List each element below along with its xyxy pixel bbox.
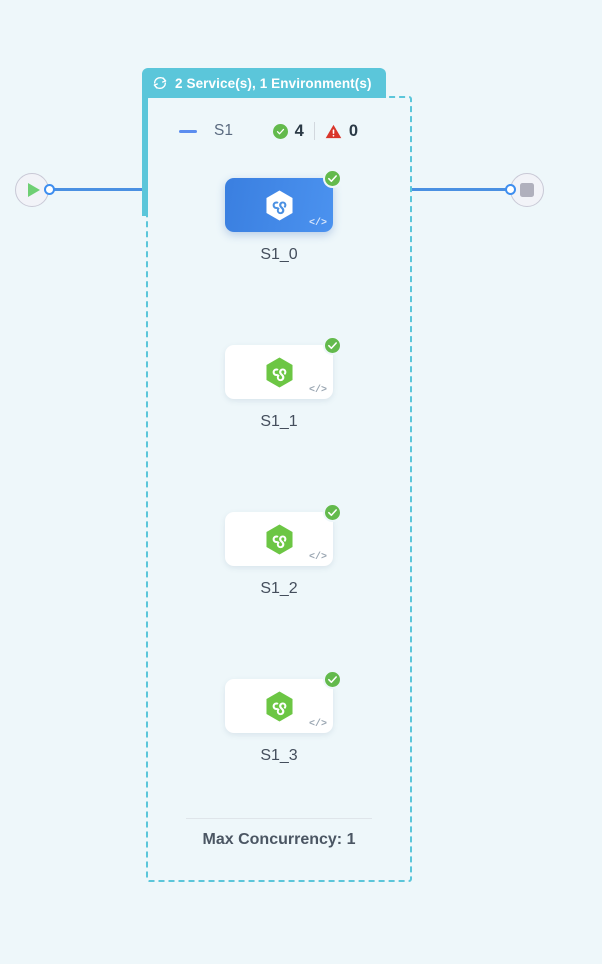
group-header[interactable]: 2 Service(s), 1 Environment(s) — [142, 68, 386, 98]
footer-divider — [186, 818, 372, 819]
node-card[interactable]: </> — [225, 503, 342, 566]
nodejs-hex-icon — [265, 690, 293, 722]
group-header-label: 2 Service(s), 1 Environment(s) — [175, 75, 372, 91]
node-s1-3: </> S1_3 — [225, 670, 342, 765]
play-icon — [27, 183, 40, 197]
node-label: S1_0 — [260, 246, 298, 263]
check-circle-icon — [272, 123, 288, 139]
start-port[interactable] — [44, 184, 55, 195]
node-s1-1: </> S1_1 — [225, 336, 342, 431]
count-divider — [313, 122, 315, 140]
node-label: S1_2 — [260, 580, 298, 597]
node-card[interactable]: </> — [225, 336, 342, 399]
nodejs-hex-icon — [265, 523, 293, 555]
code-icon[interactable]: </> — [308, 385, 327, 396]
service-counts: 4 0 — [272, 121, 358, 141]
code-icon[interactable]: </> — [308, 218, 327, 229]
code-icon[interactable]: </> — [308, 719, 327, 730]
connector-line-left — [53, 188, 148, 191]
check-circle-icon — [323, 336, 342, 355]
end-port[interactable] — [505, 184, 516, 195]
start-endpoint[interactable] — [15, 173, 49, 207]
service-name-label: S1 — [214, 122, 233, 139]
node-label: S1_3 — [260, 747, 298, 764]
check-circle-icon — [323, 670, 342, 689]
minus-icon[interactable] — [179, 129, 197, 133]
node-label: S1_1 — [260, 413, 298, 430]
max-concurrency-label: Max Concurrency: 1 — [202, 831, 356, 848]
success-count: 4 — [294, 121, 304, 140]
warning-triangle-glyph — [325, 124, 342, 138]
connector-line-right — [412, 188, 507, 191]
check-circle-icon — [323, 503, 342, 522]
node-card[interactable]: </> — [225, 670, 342, 733]
stop-icon — [520, 183, 534, 197]
service-row: S1 4 0 — [146, 112, 412, 150]
warning-triangle-icon — [325, 123, 342, 140]
cycle-icon — [153, 77, 167, 89]
code-icon[interactable]: </> — [308, 552, 327, 563]
node-s1-2: </> S1_2 — [225, 503, 342, 598]
nodejs-hex-icon — [265, 356, 293, 388]
node-card[interactable]: </> — [225, 169, 342, 232]
warning-count: 0 — [348, 121, 358, 140]
node-s1-0: </> S1_0 — [225, 169, 342, 264]
nodejs-hex-icon — [265, 189, 293, 221]
check-circle-icon — [323, 169, 342, 188]
group-accent-rail — [142, 96, 148, 216]
